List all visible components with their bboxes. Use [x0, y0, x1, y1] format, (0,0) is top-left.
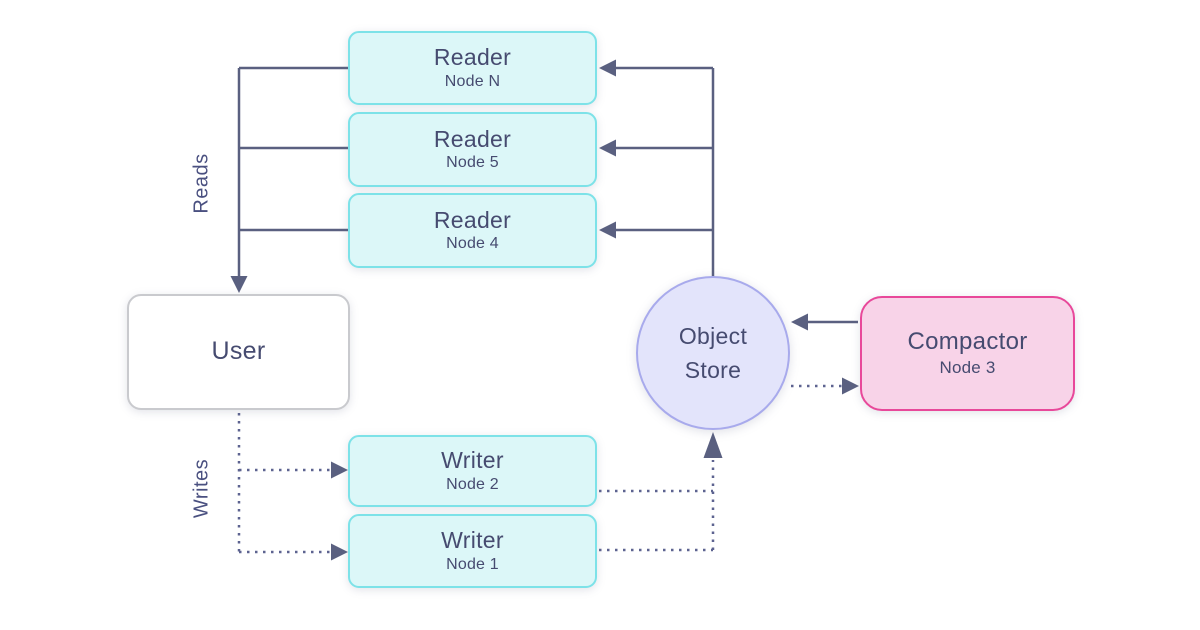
reader-node-n-subtitle: Node N	[444, 72, 501, 90]
writer-node-1-title: Writer	[441, 527, 504, 554]
reads-label: Reads	[190, 153, 213, 214]
writer-node-2-subtitle: Node 2	[446, 475, 499, 493]
compactor-title: Compactor	[907, 328, 1028, 356]
arrowhead-compactor	[842, 377, 859, 395]
arrowhead-into-store-from-compactor	[791, 313, 808, 331]
writer-node-1: Writer Node 1	[348, 514, 597, 588]
reader-node-n-title: Reader	[433, 44, 512, 71]
writer-node-2: Writer Node 2	[348, 435, 597, 507]
arrowhead-reader-n	[599, 59, 616, 77]
compactor-subtitle: Node 3	[939, 358, 996, 378]
writer-node-2-title: Writer	[441, 447, 504, 474]
reader-node-5-title: Reader	[433, 125, 512, 152]
writes-label: Writes	[190, 458, 213, 519]
object-store-title: Object Store	[678, 322, 748, 384]
reader-node-n: Reader Node N	[348, 31, 597, 105]
reader-node-4-subtitle: Node 4	[446, 235, 499, 253]
reader-node-5: Reader Node 5	[348, 112, 597, 187]
arrowhead-into-store-from-writers	[703, 432, 723, 458]
arrowhead-reader-4	[599, 221, 616, 239]
reader-node-4: Reader Node 4	[348, 193, 597, 268]
reader-node-4-title: Reader	[433, 206, 512, 233]
arrowhead-writer-2	[331, 461, 348, 479]
arrowhead-writer-1	[331, 543, 348, 561]
arrowhead-user	[230, 276, 248, 293]
writer-node-1-subtitle: Node 1	[446, 555, 499, 573]
user-node: User	[127, 294, 350, 410]
user-node-title: User	[211, 337, 266, 366]
reader-node-5-subtitle: Node 5	[446, 154, 499, 172]
compactor-node: Compactor Node 3	[860, 296, 1075, 411]
arrowhead-reader-5	[599, 139, 616, 157]
object-store-node: Object Store	[636, 276, 790, 430]
